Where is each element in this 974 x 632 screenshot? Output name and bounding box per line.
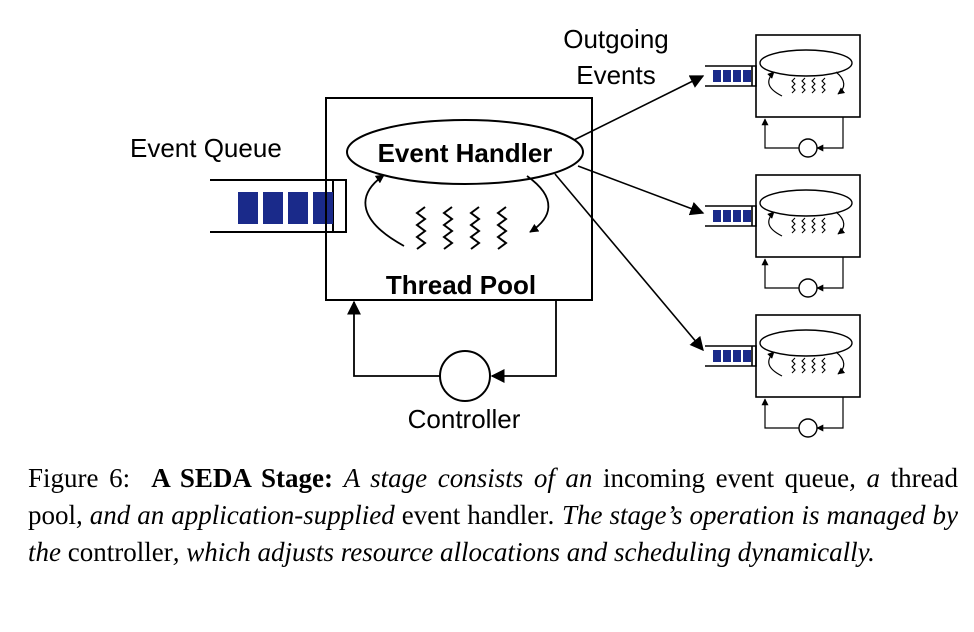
caption-text: , a <box>849 463 880 493</box>
event-handler-ellipse <box>346 119 584 185</box>
queue-slot <box>733 210 741 222</box>
caption-text: A stage consists of an <box>343 463 593 493</box>
figure-caption: Figure 6: A SEDA Stage: A stage consists… <box>28 460 958 571</box>
caption-text: , which adjusts resource allocations and… <box>172 537 875 567</box>
event-queue-label: Event Queue <box>130 133 282 163</box>
queue-slot <box>723 70 731 82</box>
outgoing-events-label-line1: Outgoing <box>563 24 669 54</box>
caption-term: event handler <box>401 500 549 530</box>
controller-circle <box>439 350 491 402</box>
thread-loop-arrow-right <box>526 175 550 233</box>
thread-pool-threads <box>415 206 508 250</box>
queue-slot <box>733 70 741 82</box>
queue-slot <box>733 350 741 362</box>
caption-term: thread pool <box>28 463 959 530</box>
controller-label: Controller <box>408 404 521 434</box>
queue-slot <box>713 70 721 82</box>
outgoing-event-arrow <box>573 75 705 141</box>
queue-slot <box>713 210 721 222</box>
thread-pool-label: Thread Pool <box>386 270 536 300</box>
figure-title: A SEDA Stage: <box>151 463 333 493</box>
queue-slot <box>723 350 731 362</box>
downstream-stage <box>705 314 861 438</box>
queue-slot <box>288 192 308 224</box>
stage-box <box>325 97 593 301</box>
caption-term: incoming event queue <box>603 463 850 493</box>
queue-slot <box>313 192 333 224</box>
queue-slot <box>743 70 751 82</box>
thread-loop-arrow-left <box>364 174 405 247</box>
seda-stage-diagram: Event Queue Event Handler Thread Pool Co… <box>130 24 861 438</box>
incoming-event-queue <box>210 179 347 233</box>
thread-squiggle <box>496 206 508 250</box>
queue-slot <box>723 210 731 222</box>
caption-term: controller <box>67 537 173 567</box>
queue-slot <box>743 350 751 362</box>
caption-text: . The stage’s operation is managed by th… <box>28 500 958 567</box>
outgoing-event-arrow <box>554 173 704 352</box>
thread-squiggle <box>415 206 427 250</box>
downstream-stage <box>705 34 861 158</box>
queue-slot <box>263 192 283 224</box>
queue-slot <box>743 210 751 222</box>
thread-squiggle <box>469 206 481 250</box>
thread-squiggle <box>442 206 454 250</box>
queue-slot <box>238 192 258 224</box>
outgoing-event-arrow <box>577 165 705 216</box>
figure-label: Figure 6: <box>28 463 131 493</box>
downstream-stage <box>705 174 861 298</box>
caption-text: , and an application-supplied <box>76 500 395 530</box>
queue-slot <box>713 350 721 362</box>
event-handler-label: Event Handler <box>378 138 553 168</box>
controller-loop <box>347 300 557 402</box>
outgoing-events-label-line2: Events <box>576 60 656 90</box>
